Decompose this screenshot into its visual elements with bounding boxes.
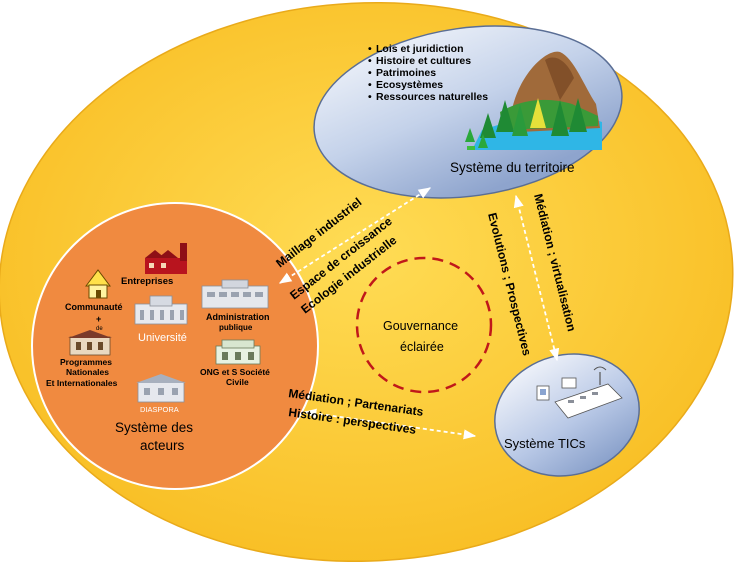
actors-title: Système des bbox=[115, 420, 193, 435]
territory-item: Patrimoines bbox=[376, 67, 436, 79]
programmes-label: Et Internationales bbox=[46, 378, 118, 388]
territory-title: Système du territoire bbox=[450, 160, 575, 175]
landscape-icon bbox=[465, 51, 602, 150]
ong-icon bbox=[215, 339, 261, 365]
universite-label: Université bbox=[138, 332, 187, 344]
territory-item: • bbox=[368, 43, 372, 55]
programmes-label: Nationales bbox=[66, 367, 109, 377]
factory-icon bbox=[145, 243, 187, 274]
network-device-icon bbox=[536, 366, 623, 419]
tic-system: Système TICs bbox=[494, 353, 640, 477]
actors-system: Entreprises Communauté + de Université bbox=[31, 202, 319, 490]
territory-item: Lois et juridiction bbox=[376, 43, 464, 55]
territory-item: • bbox=[368, 67, 372, 79]
territory-system: • Lois et juridiction • Histoire et cult… bbox=[313, 25, 623, 199]
arrow-territory-tic bbox=[513, 194, 560, 362]
administration-label: publique bbox=[219, 323, 253, 332]
communaute-label: Communauté bbox=[65, 302, 123, 312]
plus-sign: de bbox=[96, 326, 103, 332]
university-icon bbox=[134, 295, 188, 325]
tic-title: Système TICs bbox=[504, 436, 586, 451]
governance-label: Gouvernance bbox=[383, 319, 458, 333]
arrow-actors-territory bbox=[278, 187, 432, 284]
territory-item: Histoire et cultures bbox=[376, 55, 471, 67]
territory-item: Ecosystèmes bbox=[376, 79, 443, 91]
governance-label: éclairée bbox=[400, 340, 444, 354]
territory-item: • bbox=[368, 91, 372, 103]
ong-label: Civile bbox=[226, 377, 249, 387]
arrow-actors-tic bbox=[303, 408, 477, 440]
programmes-icon bbox=[68, 330, 112, 356]
diaspora-icon bbox=[136, 374, 186, 403]
programmes-label: Programmes bbox=[60, 357, 112, 367]
diaspora-label: DIASPORA bbox=[140, 405, 179, 414]
administration-icon bbox=[201, 279, 269, 309]
ong-label: ONG et S Société bbox=[200, 367, 270, 377]
house-icon bbox=[85, 269, 111, 299]
entreprises-label: Entreprises bbox=[121, 276, 173, 287]
administration-label: Administration bbox=[206, 312, 270, 322]
territory-item: • bbox=[368, 79, 372, 91]
territory-items-list: • Lois et juridiction • Histoire et cult… bbox=[368, 43, 488, 103]
plus-sign: + bbox=[96, 314, 101, 324]
actors-title: acteurs bbox=[140, 438, 185, 453]
territory-item: Ressources naturelles bbox=[376, 91, 488, 103]
territory-item: • bbox=[368, 55, 372, 67]
